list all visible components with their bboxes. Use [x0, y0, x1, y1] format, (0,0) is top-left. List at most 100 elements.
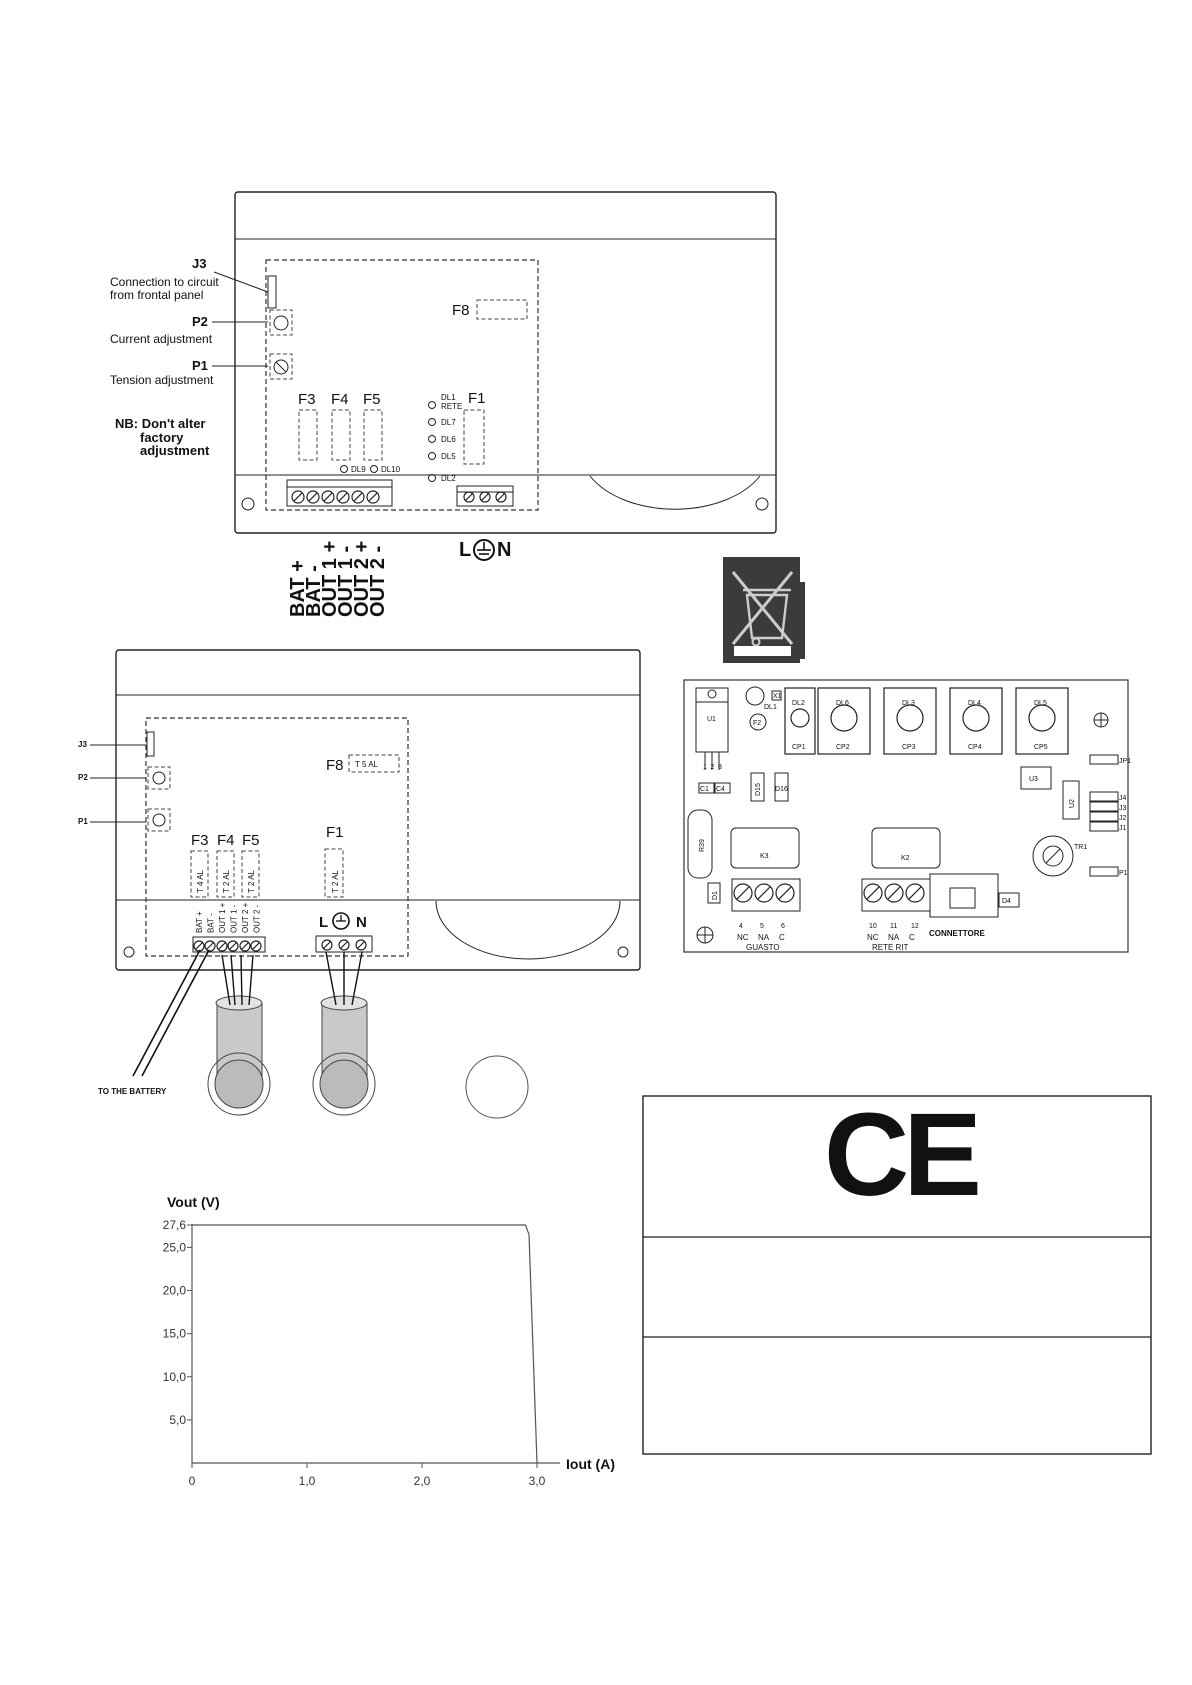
pcb-led-module-4	[949, 687, 1003, 755]
wiring-f5-fuse	[241, 850, 260, 898]
chart-x-tick-label-3: 2,0	[414, 1474, 431, 1488]
pcb-cp-label-1: CP1	[792, 744, 806, 751]
pcb-u3-label: U3	[1029, 776, 1038, 783]
ce-box	[642, 1095, 1152, 1455]
pcb-led-label-5: DL5	[1034, 700, 1047, 707]
pcb-guasto-num-6: 6	[781, 923, 785, 930]
top-terminal-labels: BAT +BAT -OUT 1 +OUT 1 -OUT 2 +OUT 2 -	[287, 541, 389, 617]
pcb-u1-label: U1	[707, 716, 716, 723]
top-output-screw-slot-4	[338, 492, 348, 502]
pcb-jumper-label-jp1: JP1	[1119, 758, 1131, 765]
top-f4-label: F4	[331, 391, 349, 408]
pcb-rete-rit-num-11: 11	[890, 923, 897, 930]
pcb-c4	[714, 782, 731, 794]
pcb-k2-relay	[871, 827, 941, 869]
top-led-dl7-label: DL7	[441, 418, 456, 427]
chart-y-tick-label-6: 27,6	[163, 1218, 187, 1232]
top-mains-screw-slot-3	[497, 493, 505, 501]
wiring-p1-label: P1	[78, 817, 88, 826]
top-output-screw-slot-1	[293, 492, 303, 502]
wiring-p1-box	[147, 808, 171, 832]
pcb-rete-rit-screws	[863, 883, 925, 903]
pcb-jumper-j4	[1089, 791, 1119, 802]
pcb-jumper-p1	[1089, 866, 1119, 877]
pcb-cp-label-4: CP4	[968, 744, 982, 751]
top-f3-fuse	[298, 409, 318, 461]
top-output-screw-slot-3	[323, 492, 333, 502]
chart-y-label: Vout (V)	[167, 1194, 220, 1210]
wiring-f5-value: T 2 AL	[247, 869, 256, 893]
wiring-f8-fuse	[348, 754, 400, 773]
out-wire-1	[221, 954, 231, 1006]
wiring-f3-value: T 4 AL	[196, 869, 205, 893]
pcb-u1-tab	[695, 687, 729, 703]
wiring-terminal-label-5: OUT 2 +	[241, 902, 250, 933]
pcb-guasto-screws	[733, 883, 795, 903]
pcb-d15-label: D15	[755, 783, 762, 796]
top-f1-fuse	[463, 409, 485, 465]
pcb-u3	[1020, 766, 1052, 790]
pcb-jumper-label-j4: J4	[1119, 795, 1127, 802]
pcb-jumper-j2	[1089, 811, 1119, 822]
pcb-r39-label: R39	[699, 839, 706, 852]
pcb-rete-rit-label-3: C	[909, 933, 915, 942]
chart-x-tick-label-2: 1,0	[299, 1474, 316, 1488]
wiring-output-screw-slot-4	[229, 942, 237, 950]
gland-3-blank	[465, 1055, 529, 1119]
pcb-cp-label-3: CP3	[902, 744, 916, 751]
pcb-rete-rit-num-12: 12	[911, 923, 919, 930]
top-p2-box	[269, 309, 293, 336]
pcb-guasto-screw-slot-3	[778, 886, 792, 900]
mains-wire-1	[325, 951, 337, 1006]
top-p1-trimmer	[273, 359, 289, 375]
top-output-screws	[291, 490, 380, 504]
wiring-f3-fuse	[190, 850, 209, 898]
wiring-mains-screw-slot-2	[340, 941, 348, 949]
wiring-p2-label: P2	[78, 773, 88, 782]
pcb-k3-relay	[730, 827, 800, 869]
top-nb-2: factory	[140, 430, 184, 445]
chart-x-tick-label-4: 3,0	[529, 1474, 546, 1488]
top-terminal-label-1: BAT +	[287, 560, 309, 617]
wiring-terminal-label-3: OUT 1 +	[218, 902, 227, 933]
pcb-rete-rit-screw-slot-2	[887, 886, 901, 900]
wiring-output-screw-slot-2	[206, 942, 214, 950]
top-terminal-label-2: BAT -	[303, 565, 325, 617]
chart-series-line	[192, 1224, 538, 1464]
wiring-output-screw-slot-1	[195, 942, 203, 950]
chart-x-tick-label-1: 0	[189, 1474, 196, 1488]
pcb-led-label-3: DL3	[902, 700, 915, 707]
wiring-mains-n: N	[356, 914, 367, 931]
wiring-p2-box	[147, 766, 171, 790]
pcb-connettore-label: CONNETTORE	[929, 929, 986, 938]
pcb-connettore-socket	[949, 887, 976, 909]
weee-bar	[734, 646, 791, 656]
battery-wire-1	[132, 949, 201, 1077]
pcb-r39	[687, 809, 713, 879]
pcb-rete-rit-label-1: NC	[867, 933, 879, 942]
weee-symbol	[723, 557, 805, 663]
pcb-jumper-jp1	[1089, 754, 1119, 765]
wiring-f3-label: F3	[191, 832, 209, 849]
top-mains-n: N	[497, 539, 511, 561]
top-mains-l: L	[459, 539, 471, 561]
chart-y-tick-label-5: 25,0	[163, 1240, 187, 1254]
top-p1-code: P1	[192, 358, 208, 373]
pcb-d4	[998, 892, 1020, 908]
pcb-guasto-num-4: 4	[739, 923, 743, 930]
pcb-dl1-led	[745, 686, 765, 706]
wiring-output-screw-slot-3	[218, 942, 226, 950]
pcb-led-module-3	[883, 687, 937, 755]
top-led-dl5	[428, 452, 436, 460]
top-nb-3: adjustment	[140, 443, 210, 458]
pcb-led-2	[830, 704, 858, 732]
pcb-jumper-label-j3: J3	[1119, 805, 1127, 812]
out-wire-4	[248, 954, 254, 1006]
pcb-led-label-2: DL6	[836, 700, 849, 707]
pcb-u1-pin-3: 3	[718, 764, 722, 771]
top-output-screw-slot-2	[308, 492, 318, 502]
